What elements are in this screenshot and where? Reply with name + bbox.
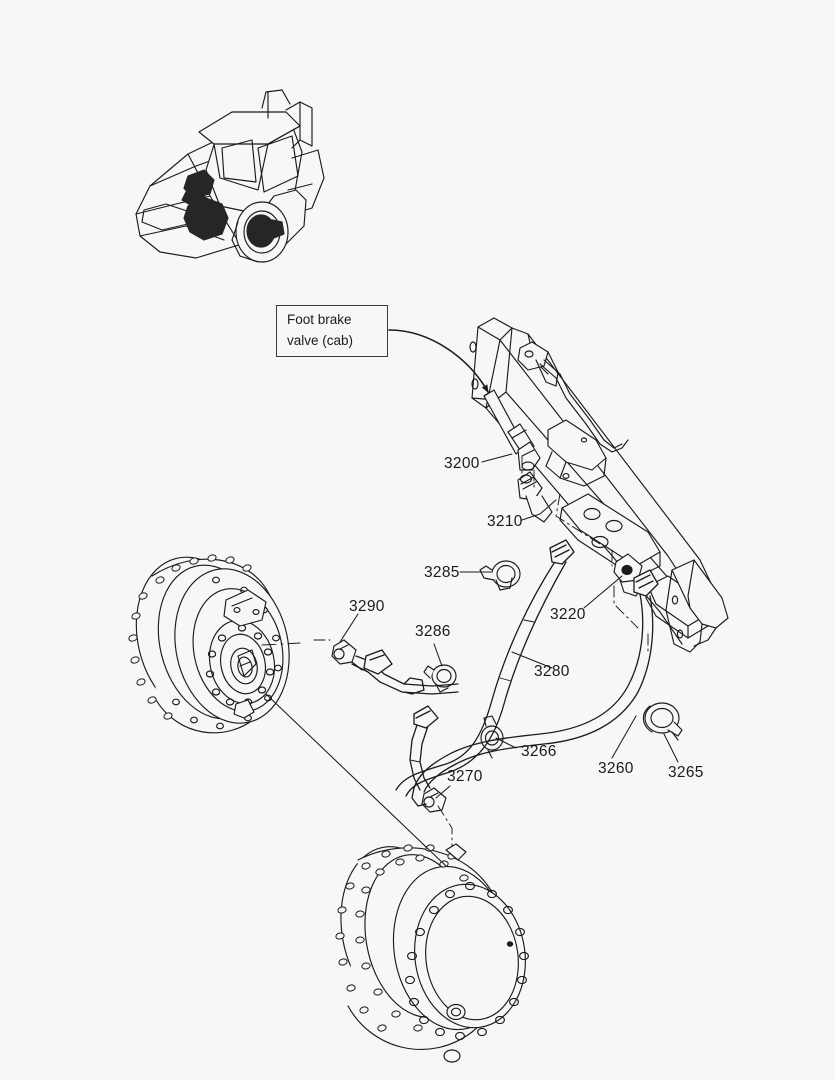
part-3210-fitting — [517, 471, 553, 523]
part-label-3265: 3265 — [668, 764, 704, 781]
part-label-3260: 3260 — [598, 760, 634, 777]
callout-line-2: valve (cab) — [287, 333, 354, 348]
part-3270-union — [421, 787, 447, 813]
part-3265-worm-clamp — [642, 702, 683, 741]
part-3200-cylinder — [483, 389, 541, 471]
part-label-3200: 3200 — [444, 455, 480, 472]
assembly-dash-dot-paths — [313, 455, 649, 847]
frame-beam-assembly-art — [469, 317, 729, 653]
hose-segment-lower-left — [409, 705, 439, 791]
callout-leader-line — [388, 329, 489, 393]
wheel-hub-assembly-lower-art — [334, 843, 529, 1063]
part-label-3270: 3270 — [447, 768, 483, 785]
part-label-3220: 3220 — [550, 606, 586, 623]
part-label-3210: 3210 — [487, 513, 523, 530]
callout-line-1: Foot brake — [287, 312, 352, 328]
part-label-3280: 3280 — [534, 663, 570, 680]
part-label-3290: 3290 — [349, 598, 385, 615]
wheel-hub-assembly-upper-art — [127, 553, 301, 734]
callout-box-foot-brake-valve: Foot brake valve (cab) — [276, 305, 388, 357]
hose-segment-upper-left — [351, 649, 459, 695]
label-leader-lines — [339, 453, 679, 799]
part-3286-clamp — [423, 664, 457, 693]
part-label-3266: 3266 — [521, 743, 557, 760]
part-label-3285: 3285 — [424, 564, 460, 581]
part-label-3286: 3286 — [415, 623, 451, 640]
part-3260-hose — [411, 569, 659, 807]
vehicle-thumbnail-art — [135, 89, 325, 263]
part-3290-union — [331, 639, 373, 671]
part-3285-clamp — [479, 560, 521, 591]
assembly-leader-hub-to-hub — [265, 693, 447, 867]
